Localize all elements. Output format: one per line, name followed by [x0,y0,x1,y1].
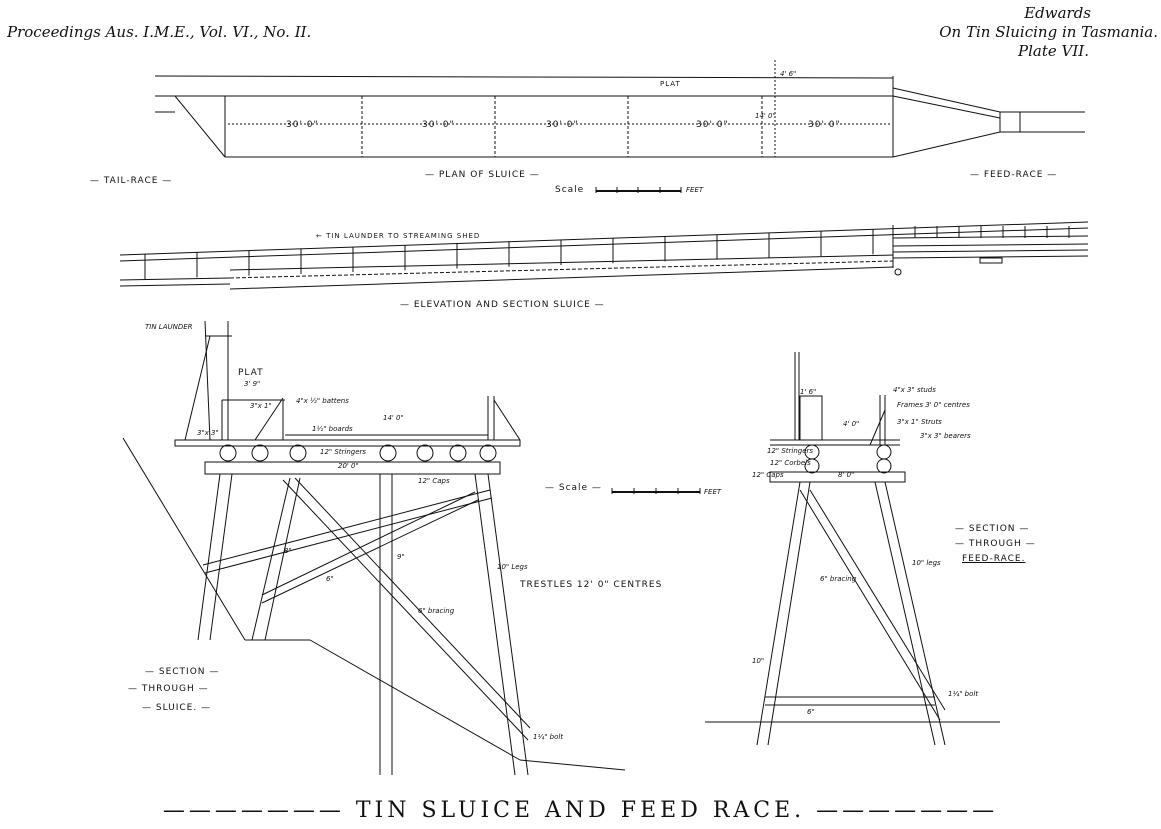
elevation-posts [144,226,1070,280]
feed-race-label: — FEED-RACE — [970,170,1058,180]
stringers-label: 12" Stringers [320,448,367,456]
section-sluice-title-2: — THROUGH — [128,684,209,694]
plan-dim-3: 30' 0" [546,120,579,130]
bolt-label: 1¼" bolt [533,733,564,741]
tail-race-label: — TAIL-RACE — [90,176,173,186]
frames-label: Frames 3' 0" centres [897,401,970,409]
section-feed-title-3: FEED-RACE. [962,554,1026,564]
section-feed-title-2: — THROUGH — [955,539,1036,549]
paper-title: On Tin Sluicing in Tasmania. [939,23,1158,41]
feed-dim-10: 10" [752,657,765,665]
plan-edge-label: 4' 6" [780,70,797,78]
elevation-sluice [119,221,1089,290]
caps-label: 12" Caps [418,477,450,485]
feed-legs-label: 10" legs [912,559,941,567]
feed-bracing-label: 6" bracing [820,575,857,583]
feed-bolt-label: 1¼" bolt [948,690,979,698]
plate-number: Plate VII. [1018,42,1089,60]
top-width-label: 1' 6" [800,388,817,396]
corbels-label: 12" Corbels [770,459,811,467]
post-label: 3"x 1" [250,402,272,410]
elevation-title: — ELEVATION AND SECTION SLUICE — [400,300,605,310]
plan-scale-label: Scale [555,185,585,195]
plan-width-label: 14' 0" [755,112,776,120]
post-size-label: 3"x 3" [197,429,219,437]
bearers-label: 3"x 3" bearers [920,432,971,440]
section-plat-label: PLAT [238,368,264,378]
section-scale-unit: FEET [704,488,722,496]
plan-title: — PLAN OF SLUICE — [425,170,540,180]
trestles-label: TRESTLES 12' 0" CENTRES [520,580,663,590]
section-through-feed-race [705,352,1000,746]
plan-dim-1: 30' 0" [286,120,319,130]
struts-label: 3"x 1" Struts [897,418,942,426]
launder-label: ← TIN LAUNDER TO STREAMING SHED [316,232,481,240]
dim-9-label: 9" [397,553,405,561]
feed-caps-label: 12" Caps [752,471,784,479]
plan-of-sluice [154,60,1085,158]
span-label: 14' 0" [383,414,404,422]
plan-dim-2: 30' 0" [422,120,455,130]
tin-launder-label: TIN LAUNDER [145,323,193,331]
plan-dim-4: 30' 0" [696,120,729,130]
section-sluice-title-1: — SECTION — [145,667,220,677]
feed-stringers-label: 12" Stringers [767,447,814,455]
section-scale-label: — Scale — [545,483,602,493]
width-label: 20' 0" [338,462,359,470]
boards-label: 1½" boards [312,425,353,433]
cap-width-label: 8' 0" [838,471,855,479]
battens-label: 4"x ½" battens [296,397,349,405]
plan-plat-label: PLAT [660,80,681,88]
studs-label: 4"x 3" studs [893,386,936,394]
journal-reference: Proceedings Aus. I.M.E., Vol. VI., No. I… [7,23,312,41]
plate-title: ——————— TIN SLUICE AND FEED RACE. ——————… [162,798,999,823]
section-scale-bar [611,488,701,494]
plat-width-label: 3' 9" [244,380,261,388]
bracing-label: 6" bracing [418,607,455,615]
feed-dim-6: 6" [807,708,815,716]
plan-scale-unit: FEET [686,186,704,194]
section-through-sluice [122,320,626,776]
feed-width-label: 4' 0" [843,420,860,428]
section-feed-title-1: — SECTION — [955,524,1030,534]
dim-8-label: 8" [284,547,292,555]
plan-dim-5: 30' 0" [808,120,841,130]
dim-6-label: 6" [326,575,334,583]
plan-scale-bar [595,187,682,193]
section-sluice-title-3: — SLUICE. — [142,703,212,713]
legs-label: 10" Legs [497,563,528,571]
author: Edwards [1024,4,1091,22]
